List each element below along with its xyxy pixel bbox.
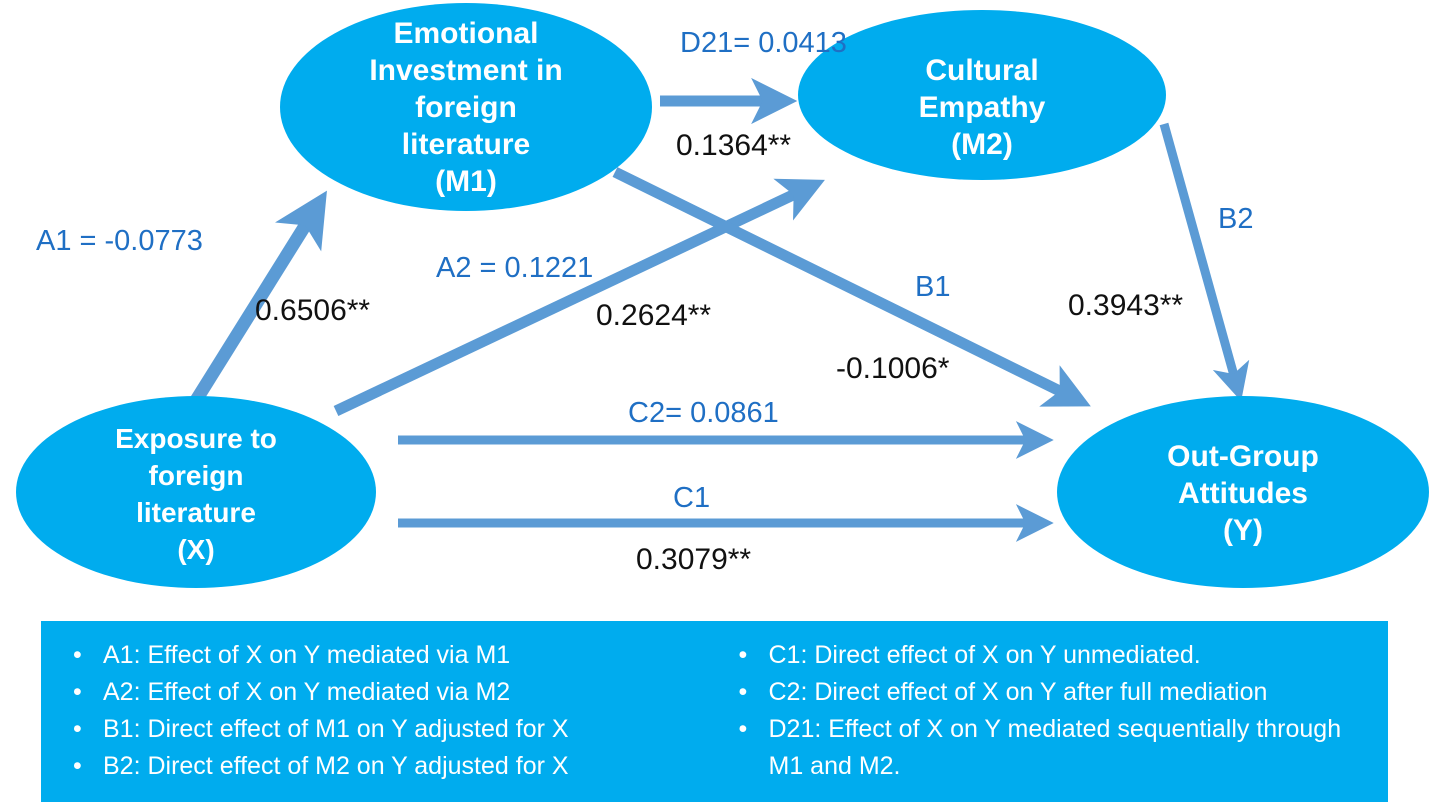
node-m2-line-3: (M2) — [951, 128, 1013, 161]
coef-c1: 0.3079** — [636, 543, 751, 576]
legend-item-d21-text: D21: Effect of X on Y mediated sequentia… — [768, 715, 1349, 780]
coef-a1: 0.6506** — [255, 294, 370, 327]
edge-b2 — [1159, 122, 1250, 402]
bullet-icon: • — [73, 641, 82, 669]
label-a2: A2 = 0.1221 — [436, 252, 593, 284]
node-y-line-3: (Y) — [1223, 514, 1263, 547]
legend-item-d21: • D21: Effect of X on Y mediated sequent… — [739, 711, 1379, 785]
bullet-icon: • — [738, 641, 748, 669]
coef-d21: 0.1364** — [676, 129, 791, 162]
node-m1-line-1: Emotional — [393, 17, 538, 50]
bullet-icon: • — [73, 678, 82, 706]
node-m1-line-2: Investment in — [369, 54, 562, 87]
legend-item-c2-text: C2: Direct effect of X on Y after full m… — [768, 678, 1268, 706]
legend-item-a2: • A2: Effect of X on Y mediated via M2 — [73, 674, 715, 711]
coef-b1: -0.1006* — [836, 352, 950, 385]
node-exposure-x[interactable]: Exposure to foreign literature (X) — [16, 396, 376, 588]
node-cultural-empathy-m2[interactable]: Cultural Empathy (M2) — [798, 10, 1166, 180]
node-m2-line-1: Cultural — [925, 54, 1038, 87]
node-out-group-attitudes-y[interactable]: Out-Group Attitudes (Y) — [1057, 396, 1429, 588]
legend-item-a2-text: A2: Effect of X on Y mediated via M2 — [103, 678, 511, 706]
legend-item-c1: • C1: Direct effect of X on Y unmediated… — [739, 637, 1379, 674]
legend-item-c1-text: C1: Direct effect of X on Y unmediated. — [768, 641, 1201, 669]
edge-b1 — [612, 167, 1091, 407]
legend-panel: • A1: Effect of X on Y mediated via M1 •… — [41, 621, 1388, 802]
legend-item-b1: • B1: Direct effect of M1 on Y adjusted … — [73, 711, 715, 748]
legend-column-left: • A1: Effect of X on Y mediated via M1 •… — [51, 637, 715, 792]
bullet-icon: • — [73, 715, 82, 743]
node-x-line-4: (X) — [177, 534, 214, 565]
node-y-line-2: Attitudes — [1178, 477, 1308, 510]
legend-item-c2: • C2: Direct effect of X on Y after full… — [739, 674, 1379, 711]
label-a1: A1 = -0.0773 — [36, 225, 203, 257]
node-m1-line-5: (M1) — [435, 165, 497, 198]
label-b1: B1 — [915, 271, 950, 303]
legend-item-b2: • B2: Direct effect of M2 on Y adjusted … — [73, 748, 715, 785]
edge-a1 — [184, 190, 327, 414]
node-emotional-investment-m1[interactable]: Emotional Investment in foreign literatu… — [280, 3, 652, 211]
node-m1-line-3: foreign — [415, 91, 517, 124]
label-c2: C2= 0.0861 — [628, 397, 779, 429]
legend-item-b2-text: B2: Direct effect of M2 on Y adjusted fo… — [103, 752, 569, 780]
node-m2-line-2: Empathy — [919, 91, 1046, 124]
legend-item-a1-text: A1: Effect of X on Y mediated via M1 — [103, 641, 511, 669]
node-x-line-1: Exposure to — [115, 423, 277, 454]
node-m1-line-4: literature — [402, 128, 530, 161]
node-y-line-1: Out-Group — [1167, 440, 1319, 473]
edge-a2 — [333, 178, 825, 416]
bullet-icon: • — [73, 752, 82, 780]
label-d21: D21= 0.0413 — [680, 27, 847, 59]
coef-b2: 0.3943** — [1068, 289, 1183, 322]
bullet-icon: • — [738, 678, 748, 706]
legend-item-a1: • A1: Effect of X on Y mediated via M1 — [73, 637, 715, 674]
bullet-icon: • — [738, 715, 748, 743]
label-b2: B2 — [1218, 203, 1253, 235]
node-x-line-2: foreign — [149, 460, 244, 491]
legend-column-right: • C1: Direct effect of X on Y unmediated… — [715, 637, 1379, 792]
legend-item-b1-text: B1: Direct effect of M1 on Y adjusted fo… — [103, 715, 569, 743]
node-x-line-3: literature — [136, 497, 256, 528]
label-c1: C1 — [673, 482, 710, 514]
coef-a2: 0.2624** — [596, 299, 711, 332]
